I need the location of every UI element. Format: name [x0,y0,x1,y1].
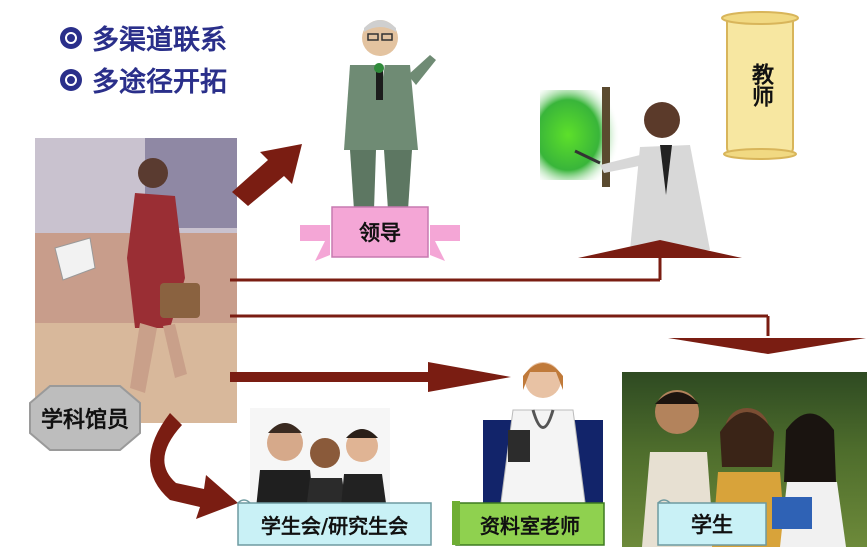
bullet-icon [60,26,82,49]
connector-to-students [230,314,866,354]
leader-label: 领导 [359,221,401,245]
woman-with-briefcase-illustration [35,138,237,423]
teacher-at-chalkboard-illustration [540,87,710,250]
speaker-at-microphone-illustration [344,20,436,210]
librarian-badge [29,385,141,451]
connector-to-teacher [230,240,742,282]
doctor-with-stethoscope-illustration [478,350,608,510]
leader-ribbon [300,206,460,261]
bullet-item-2: 多途径开拓 [60,60,227,99]
teacher-scroll [721,11,799,160]
reference-teacher-label: 资料室老师 [480,513,580,538]
bullet-icon [60,68,82,91]
student-union-label: 学生会/研究生会 [260,513,409,538]
bullet-text-1: 多渠道联系 [92,25,227,56]
curved-arrow-to-student-union [150,413,238,519]
student-label: 学生 [691,513,733,537]
arrow-to-reference-teacher [230,362,511,392]
teacher-label: 教师 [748,63,773,107]
student-banner [657,499,767,546]
student-union-banner [237,499,432,546]
librarian-label: 学科馆员 [40,408,129,433]
reference-teacher-banner [452,501,605,546]
arrow-to-leader [232,144,302,206]
bullet-item-1: 多渠道联系 [60,18,227,57]
bullet-text-2: 多途径开拓 [92,67,227,98]
